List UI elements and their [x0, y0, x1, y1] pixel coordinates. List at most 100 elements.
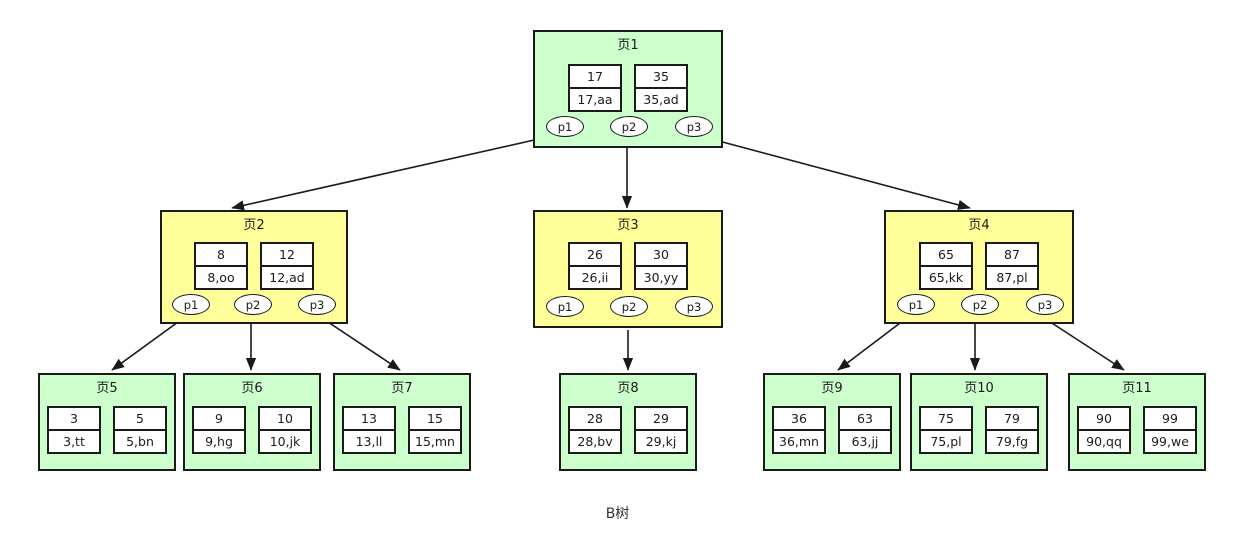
entry-key: 28	[570, 408, 620, 431]
entry-key: 29	[636, 408, 686, 431]
entry-cell[interactable]: 12 12,ad	[260, 242, 314, 290]
entry-value: 35,ad	[643, 92, 679, 107]
entry-cell[interactable]: 79 79,fg	[985, 406, 1039, 454]
entry-value: 17,aa	[577, 92, 613, 107]
child-pointer-p3[interactable]: p3	[1026, 294, 1064, 315]
entry-value: 30,yy	[643, 270, 679, 285]
entry-value: 79,fg	[995, 434, 1029, 449]
entry-cell[interactable]: 28 28,bv	[568, 406, 622, 454]
entry-value: 3,tt	[63, 434, 85, 449]
entry-key: 13	[344, 408, 394, 431]
entry-key: 63	[840, 408, 890, 431]
child-pointer-p2[interactable]: p2	[610, 296, 648, 317]
node-title: 页7	[391, 381, 413, 396]
entry-value: 26,ii	[581, 270, 609, 285]
entry-value: 5,bn	[126, 434, 154, 449]
entry-value: 13,ll	[355, 434, 383, 449]
entry-value: 9,hg	[205, 434, 233, 449]
node-title: 页10	[964, 381, 994, 396]
entry-value: 12,ad	[269, 270, 305, 285]
entry-cell[interactable]: 13 13,ll	[342, 406, 396, 454]
child-pointer-p3[interactable]: p3	[298, 294, 336, 315]
node-title: 页1	[617, 38, 639, 53]
child-pointer-p3[interactable]: p3	[675, 296, 713, 317]
entry-key: 65	[921, 244, 971, 267]
entry-key: 9	[194, 408, 244, 431]
entry-cell[interactable]: 9 9,hg	[192, 406, 246, 454]
node-title: 页11	[1122, 381, 1152, 396]
child-pointer-p2[interactable]: p2	[961, 294, 999, 315]
child-pointer-p3[interactable]: p3	[675, 116, 713, 137]
node-title: 页6	[241, 381, 263, 396]
child-pointer-p1[interactable]: p1	[546, 116, 584, 137]
entry-value: 75,pl	[930, 434, 962, 449]
entry-value: 15,mn	[415, 434, 455, 449]
node-title: 页4	[968, 218, 990, 233]
node-title: 页3	[617, 218, 639, 233]
entry-key: 75	[921, 408, 971, 431]
node-title: 页8	[617, 381, 639, 396]
node-pointers: p1 p2 p3	[535, 296, 721, 318]
entry-value: 29,kj	[645, 434, 677, 449]
node-title: 页2	[243, 218, 265, 233]
entry-key: 30	[636, 244, 686, 267]
entry-value: 90,qq	[1086, 434, 1122, 449]
edge-page1.p3-to-page4	[699, 135, 971, 210]
node-title: 页9	[821, 381, 843, 396]
child-pointer-p2[interactable]: p2	[610, 116, 648, 137]
node-pointers: p1 p2 p3	[886, 294, 1072, 316]
entry-value: 36,mn	[779, 434, 819, 449]
entry-value: 8,oo	[207, 270, 235, 285]
entry-cell[interactable]: 5 5,bn	[113, 406, 167, 454]
edge-page1.p1-to-page2	[231, 135, 553, 211]
entry-key: 12	[262, 244, 312, 267]
entry-cell[interactable]: 75 75,pl	[919, 406, 973, 454]
node-pointers: p1 p2 p3	[535, 116, 721, 138]
child-pointer-p2[interactable]: p2	[234, 294, 272, 315]
node-pointers: p1 p2 p3	[162, 294, 346, 316]
entry-cell[interactable]: 29 29,kj	[634, 406, 688, 454]
entry-value: 87,pl	[996, 270, 1028, 285]
entry-key: 79	[987, 408, 1037, 431]
child-pointer-p1[interactable]: p1	[546, 296, 584, 317]
btree-node-page8[interactable]: 页8 28 28,bv 29 29,kj	[559, 373, 697, 471]
entry-key: 10	[260, 408, 310, 431]
entry-cell[interactable]: 30 30,yy	[634, 242, 688, 290]
entry-value: 99,we	[1151, 434, 1189, 449]
entry-cell[interactable]: 17 17,aa	[568, 64, 622, 112]
entry-key: 17	[570, 66, 620, 89]
entry-key: 5	[115, 408, 165, 431]
btree-node-page10[interactable]: 页10 75 75,pl 79 79,fg	[910, 373, 1048, 471]
child-pointer-p1[interactable]: p1	[897, 294, 935, 315]
entry-value: 28,bv	[577, 434, 613, 449]
child-pointer-p1[interactable]: p1	[172, 294, 210, 315]
